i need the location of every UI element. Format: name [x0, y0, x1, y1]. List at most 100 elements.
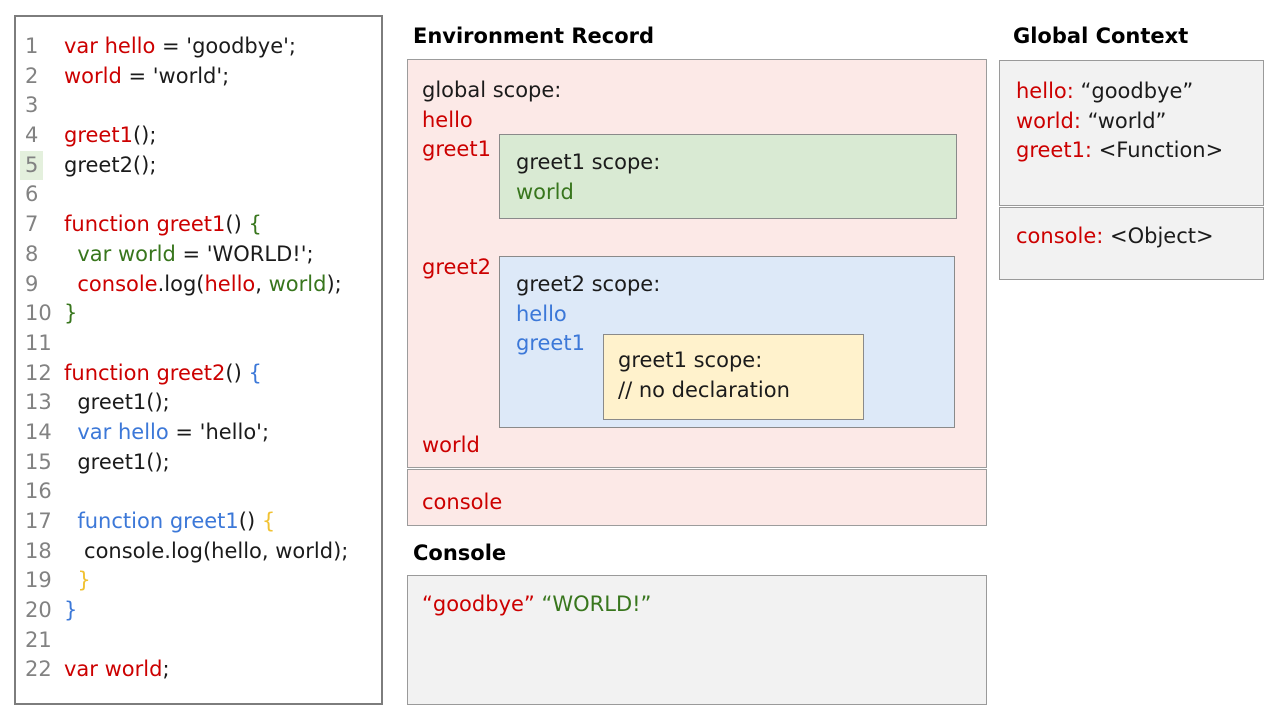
code-token: world: [268, 271, 327, 296]
line-number-text: 16: [25, 479, 52, 504]
code-token: = 'hello';: [168, 419, 270, 444]
code-line: 15 greet1();: [16, 448, 381, 478]
global-scope-box: global scope: hello greet1 greet1 scope:…: [407, 59, 987, 468]
line-number: 2: [16, 62, 64, 92]
code-line-text: function greet1() {: [64, 507, 381, 537]
global-scope-label: global scope:: [422, 78, 562, 102]
greet2-scope-label: greet2 scope:: [516, 272, 661, 296]
entry-value: <Object>: [1103, 224, 1214, 248]
code-token: (): [225, 360, 249, 385]
code-line-text: console.log(hello, world);: [64, 537, 381, 567]
code-token: var world: [77, 241, 176, 266]
line-number: 19: [16, 566, 64, 596]
code-token: (): [238, 509, 262, 533]
line-number: 18: [16, 537, 64, 567]
code-token: }: [64, 301, 78, 326]
code-token: function greet1: [77, 509, 239, 533]
line-number: 22: [16, 655, 64, 685]
line-number: 4: [16, 121, 64, 151]
code-token: greet2();: [64, 152, 157, 177]
code-line-text: [64, 626, 381, 656]
greet2-scope-binding-greet1: greet1: [516, 331, 585, 356]
code-line: 6: [16, 180, 381, 210]
code-token: [64, 242, 77, 266]
line-number: 9: [16, 270, 64, 300]
code-token: [64, 568, 77, 592]
code-line: 11: [16, 329, 381, 359]
line-number: 3: [16, 91, 64, 121]
code-line-text: }: [64, 596, 381, 626]
line-number: 15: [16, 448, 64, 478]
code-line-text: greet1();: [64, 448, 381, 478]
code-line: 8 var world = 'WORLD!';: [16, 240, 381, 270]
code-token: greet1();: [64, 449, 170, 474]
line-number-text: 14: [25, 419, 52, 444]
greet1-scope-box: greet1 scope: world: [499, 134, 957, 219]
inner-greet1-scope-comment: // no declaration: [618, 377, 790, 402]
code-line-text: function greet2() {: [64, 359, 381, 389]
line-number-text: 21: [25, 627, 52, 652]
code-line: 18 console.log(hello, world);: [16, 537, 381, 567]
code-token: {: [248, 212, 262, 237]
code-token: “goodbye”: [422, 592, 535, 616]
code-line: 17 function greet1() {: [16, 507, 381, 537]
code-line: 3: [16, 91, 381, 121]
inner-greet1-scope-label: greet1 scope:: [618, 348, 763, 372]
code-line-text: greet1();: [64, 121, 381, 151]
code-line-text: function greet1() {: [64, 210, 381, 240]
code-line: 10}: [16, 299, 381, 329]
code-line: 16: [16, 477, 381, 507]
code-token: function greet2: [64, 360, 226, 385]
code-token: hello: [204, 271, 256, 296]
global-context-entry-hello: hello: “goodbye”: [1016, 77, 1263, 107]
code-line-text: greet1();: [64, 388, 381, 418]
line-number: 10: [16, 299, 64, 329]
code-line-text: }: [64, 566, 381, 596]
code-line-text: var hello = 'goodbye';: [64, 32, 381, 62]
code-token: ,: [255, 271, 269, 296]
code-token: ();: [132, 123, 157, 148]
code-line: 20}: [16, 596, 381, 626]
binding-greet1: greet1: [422, 137, 491, 162]
global-context-box: hello: “goodbye” world: “world” greet1: …: [999, 60, 1264, 206]
code-token: var hello: [64, 34, 156, 58]
code-token: = 'world';: [121, 63, 230, 88]
line-number: 21: [16, 626, 64, 656]
line-number-text: 6: [25, 182, 39, 207]
code-line-text: var world;: [64, 655, 381, 685]
line-number: 16: [16, 477, 64, 507]
entry-key: greet1:: [1016, 138, 1093, 163]
code-line: 13 greet1();: [16, 388, 381, 418]
code-line-text: console.log(hello, world);: [64, 270, 381, 300]
line-number: 11: [16, 329, 64, 359]
line-number: 12: [16, 359, 64, 389]
line-number-text: 10: [25, 301, 52, 326]
console-binding-box: console: [407, 469, 987, 526]
code-token: “WORLD!”: [541, 592, 652, 616]
console-output-box: “goodbye” “WORLD!”: [407, 575, 987, 705]
line-number-text: 13: [25, 390, 52, 415]
binding-greet2: greet2: [422, 255, 491, 279]
line-number-text: 4: [25, 123, 39, 148]
code-line-text: greet2();: [64, 151, 381, 181]
code-token: (): [225, 212, 249, 237]
greet1-scope-label: greet1 scope:: [516, 150, 661, 174]
code-line-text: [64, 329, 381, 359]
environment-record-title: Environment Record: [413, 24, 655, 48]
line-number-text: 20: [25, 598, 52, 623]
line-number-text: 3: [25, 93, 39, 118]
line-number-text: 15: [25, 449, 52, 474]
code-line-text: var hello = 'hello';: [64, 418, 381, 448]
code-token: = 'goodbye';: [155, 34, 296, 58]
code-line-text: [64, 477, 381, 507]
line-number-text: 1: [25, 34, 39, 58]
entry-key: world:: [1016, 108, 1081, 133]
code-line: 19 }: [16, 566, 381, 596]
global-context-console-box: console: <Object>: [999, 207, 1264, 280]
code-token: greet1: [64, 123, 133, 148]
inner-greet1-scope-box: greet1 scope: // no declaration: [603, 334, 864, 420]
